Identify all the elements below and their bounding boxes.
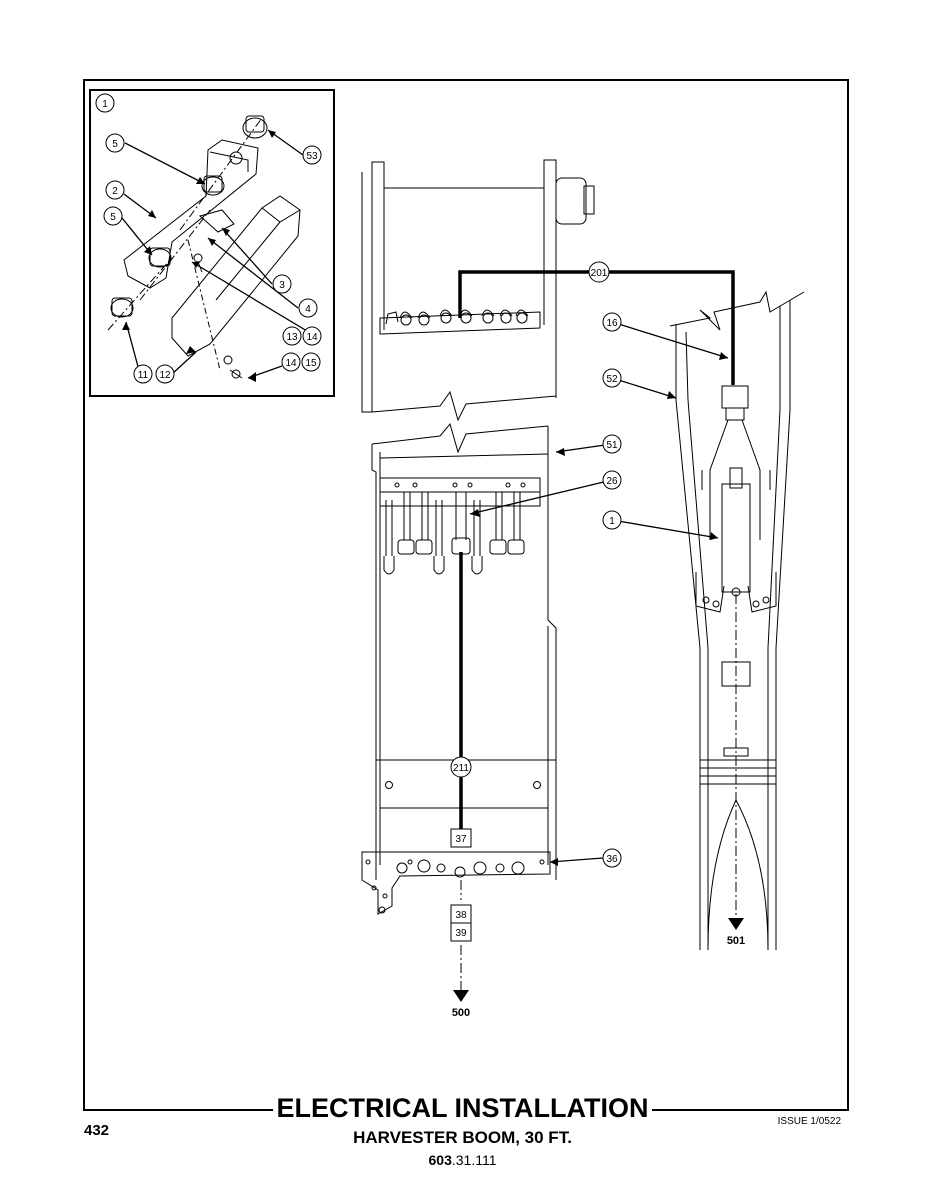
arrow-500-label: 500 [452,1007,470,1019]
ref-boxes: 37 38 39 [450,828,472,942]
right-boom [669,290,805,951]
arrow-500 [453,990,469,1002]
callout-label: 15 [305,358,317,369]
inset-callout-circles [95,93,322,384]
box-38-label: 38 [455,910,467,921]
callout-label: 1 [102,99,108,110]
part-number-suffix: .31.111 [451,1152,497,1168]
page-number: 432 [84,1122,110,1139]
main-boom [361,159,595,915]
callout-labels: 201 16 52 51 26 1 211 36 [453,268,618,865]
callout-label: 5 [110,212,116,223]
inset-arrowheads [122,130,276,382]
drawing-subtitle: HARVESTER BOOM, 30 FT. [353,1128,572,1147]
callout-label: 14 [306,332,318,343]
cable-201 [458,270,735,385]
callout-label: 12 [159,370,171,381]
callout-label: 26 [606,476,618,487]
issue-label: ISSUE 1/0522 [777,1116,841,1127]
drawing-title: ELECTRICAL INSTALLATION [0,1093,925,1124]
callout-label: 13 [286,332,298,343]
box-37-label: 37 [455,834,467,845]
callout-label: 53 [306,151,318,162]
callout-label: 16 [606,318,618,329]
box-39-label: 39 [455,928,467,939]
part-number-prefix: 603 [428,1152,452,1168]
callout-label: 201 [591,268,608,279]
callout-circles [450,261,622,868]
leaders [469,321,729,863]
inset-detail [89,89,335,397]
callout-label: 1 [609,516,615,527]
center-lines [460,594,737,990]
callout-label: 211 [453,763,469,774]
callout-label: 14 [285,358,297,369]
drawing-title-text: ELECTRICAL INSTALLATION [272,1093,653,1123]
leader-arrowheads [453,352,744,1002]
callout-label: 2 [112,186,118,197]
callout-label: 5 [112,139,118,150]
part-number: 603.31.111 [0,1152,925,1168]
arrow-labels: 500 501 [452,935,745,1019]
callout-label: 51 [606,440,618,451]
callout-label: 11 [138,370,149,381]
callout-label: 3 [279,280,285,291]
callout-label: 4 [305,304,311,315]
arrow-501-label: 501 [727,935,745,947]
cables [458,270,735,833]
arrow-501 [728,918,744,930]
callout-label: 36 [606,854,618,865]
callout-label: 52 [606,374,618,385]
inset-callout-labels: 1 5 53 2 5 3 4 13 14 11 12 14 15 [102,99,318,381]
